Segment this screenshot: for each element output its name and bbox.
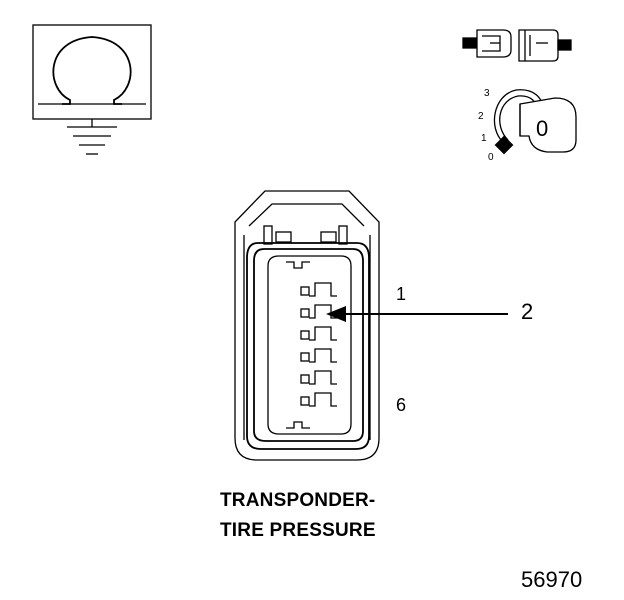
connector-pin-6: [300, 392, 337, 407]
connector-pin-3: [300, 326, 337, 341]
ignition-position-1: 1: [481, 133, 487, 144]
connector-pin-1: [300, 282, 337, 297]
ignition-key-label: 0: [536, 116, 549, 141]
connector-pin-5: [300, 370, 337, 385]
component-title-line2: TIRE PRESSURE: [220, 520, 376, 541]
probe-arrow: [326, 306, 508, 322]
connector-face: [234, 190, 380, 461]
pin-first-label: 1: [396, 284, 407, 304]
connector-pins: [300, 282, 337, 407]
ignition-position-2: 2: [478, 111, 484, 122]
connector-pin-4: [300, 348, 337, 363]
ohm-ground-icon: [32, 24, 152, 155]
ignition-key-off-icon: [493, 89, 577, 155]
component-title-line1: TRANSPONDER-: [220, 490, 376, 511]
figure-number: 56970: [521, 567, 583, 592]
connector-disconnected-icon: [462, 29, 572, 62]
ignition-position-0: 0: [488, 152, 494, 163]
pin-last-label: 6: [396, 395, 407, 415]
callout-label: 2: [521, 299, 534, 324]
connector-pin-2: [300, 304, 337, 319]
ignition-position-3: 3: [484, 88, 490, 99]
